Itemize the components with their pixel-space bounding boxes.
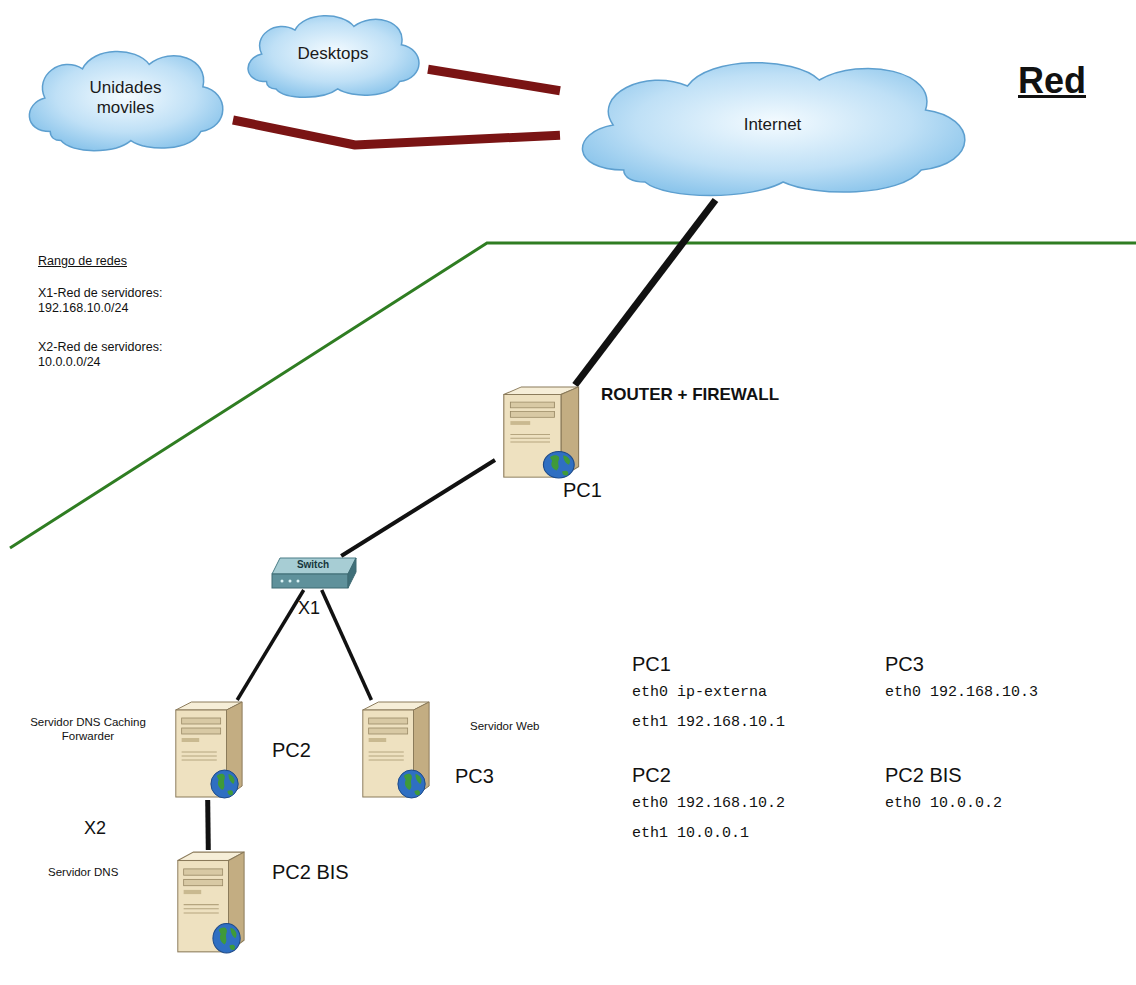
note-text: X1-Red de servidores: 192.168.10.0/24 [38, 286, 198, 316]
node-label: ROUTER + FIREWALL [601, 385, 779, 405]
node-name: PC3 [455, 764, 494, 788]
network-cloud: Unidades moviles [18, 42, 233, 154]
node-label: Servidor DNS Caching Forwarder [28, 716, 148, 744]
host-name: PC3 [885, 652, 924, 676]
diagram-title: Red [1018, 60, 1086, 102]
server-node: Servidor WebPC3 [355, 700, 433, 800]
node-name: PC2 BIS [272, 860, 349, 884]
server-node: Servidor DNSPC2 BIS [170, 850, 248, 955]
host-name: X1 [298, 598, 320, 620]
interface-address: eth1 10.0.0.1 [632, 825, 749, 843]
host-name: PC2 BIS [885, 763, 962, 787]
server-icon [170, 850, 248, 955]
network-link [322, 590, 372, 700]
host-name: PC2 [632, 763, 671, 787]
note-text: Rango de redes [38, 254, 127, 269]
interface-address: eth0 10.0.0.2 [885, 795, 1002, 813]
node-label: Internet [744, 115, 802, 135]
server-icon [168, 700, 246, 800]
host-name: PC1 [632, 652, 671, 676]
network-link [233, 120, 560, 145]
node-label: Servidor Web [470, 720, 539, 734]
boundary-line [10, 243, 1136, 548]
network-switch: Switch [270, 556, 358, 590]
node-label: Servidor DNS [48, 866, 118, 880]
network-link [341, 460, 495, 556]
node-label: Desktops [298, 44, 369, 64]
node-label: Unidades moviles [72, 78, 179, 119]
interface-address: eth0 ip-externa [632, 684, 767, 702]
node-name: PC2 [272, 738, 311, 762]
server-node: ROUTER + FIREWALLPC1 [495, 385, 583, 480]
host-name: X2 [84, 818, 106, 840]
node-name: PC1 [563, 478, 602, 502]
interface-address: eth0 192.168.10.2 [632, 795, 785, 813]
network-cloud: Internet [560, 50, 985, 200]
note-text: X2-Red de servidores: 10.0.0.0/24 [38, 340, 198, 370]
network-link [205, 800, 211, 850]
server-node: Servidor DNS Caching ForwarderPC2 [168, 700, 246, 800]
network-cloud: Desktops [238, 8, 428, 100]
server-icon [495, 385, 583, 480]
server-icon [355, 700, 433, 800]
network-link [575, 200, 715, 385]
interface-address: eth1 192.168.10.1 [632, 714, 785, 732]
network-link [237, 590, 304, 700]
node-label: Switch [274, 559, 352, 571]
interface-address: eth0 192.168.10.3 [885, 684, 1038, 702]
network-link [428, 69, 560, 90]
